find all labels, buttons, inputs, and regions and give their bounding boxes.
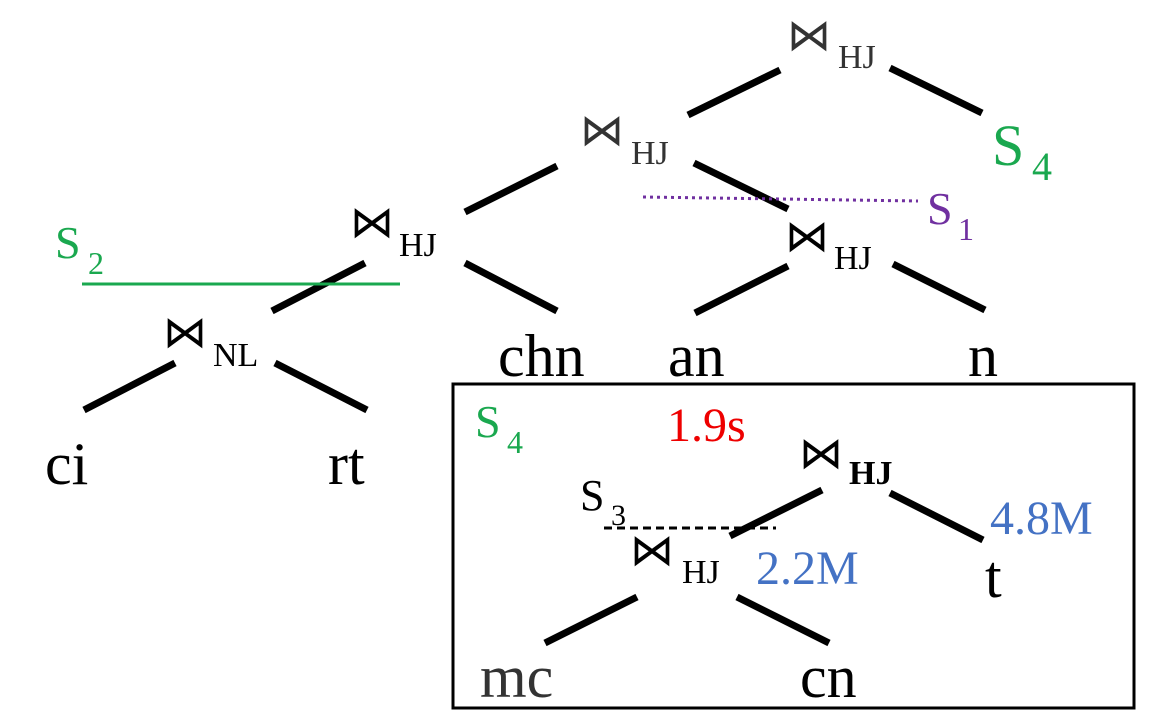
join-method-label: HJ	[682, 554, 720, 591]
edge-mid-to-right-join	[692, 159, 790, 213]
edge-right-join-to-an	[693, 262, 790, 317]
edge-left-join-to-nl-join	[270, 259, 367, 315]
join-method-label: NL	[213, 337, 258, 374]
top-tree-edges	[82, 64, 987, 414]
s1-cut-line	[642, 195, 919, 203]
edge-left-join-to-chn	[463, 259, 559, 315]
s4-label-base: S	[992, 113, 1024, 178]
s4-label-sub: 4	[1032, 144, 1052, 189]
mid-join-node: ⋈ HJ	[580, 106, 669, 172]
edge-nl-join-to-rt	[273, 359, 369, 414]
leaf-rt: rt	[328, 431, 365, 497]
join-symbol: ⋈	[799, 429, 843, 478]
edge-right-join-to-n	[891, 260, 987, 314]
runtime-label: 1.9s	[667, 399, 746, 452]
join-symbol: ⋈	[350, 198, 394, 247]
join-method-label: HJ	[631, 135, 669, 172]
leaf-cn: cn	[800, 644, 857, 710]
join-method-label: HJ	[849, 455, 892, 492]
leaf-chn: chn	[498, 323, 585, 389]
join-method-label: HJ	[834, 240, 872, 277]
subplan-edges	[543, 486, 985, 647]
nl-join-node: ⋈ NL	[163, 308, 258, 374]
edge-lower-join-to-cn	[735, 593, 831, 647]
subplan-leaves: t mc cn	[480, 544, 1002, 710]
s4-label-top: S 4	[992, 113, 1052, 189]
edge-lower-join-to-mc	[543, 593, 639, 647]
upper-join-node-box: ⋈ HJ	[799, 429, 892, 492]
top-tree-leaves: ci rt chn an n	[45, 323, 998, 497]
cardinality-upper: 4.8M	[990, 492, 1093, 545]
s3-label-base: S	[580, 471, 604, 520]
subplan-box	[451, 382, 1136, 710]
lower-join-node-box: ⋈ HJ	[630, 526, 720, 591]
s2-label-sub: 2	[88, 245, 104, 281]
right-join-node: ⋈ HJ	[785, 212, 872, 277]
s2-label: S 2	[55, 217, 104, 281]
root-join-node: ⋈ HJ	[787, 11, 876, 76]
edge-root-to-mid-join	[686, 66, 782, 119]
edge-mid-to-left-join	[463, 162, 559, 216]
join-symbol: ⋈	[163, 308, 207, 357]
left-join-node: ⋈ HJ	[350, 198, 437, 264]
s1-label-base: S	[927, 183, 953, 234]
join-symbol: ⋈	[787, 11, 831, 60]
join-symbol: ⋈	[580, 106, 624, 155]
s2-label-base: S	[55, 217, 81, 268]
s4-box-label-base: S	[475, 396, 501, 447]
leaf-t: t	[985, 544, 1002, 610]
s1-label: S 1	[927, 183, 974, 247]
s4-label-box: S 4	[475, 396, 523, 460]
edge-upper-join-to-lower-join	[728, 486, 824, 540]
leaf-an: an	[668, 323, 725, 389]
s3-label-sub: 3	[611, 499, 626, 532]
join-method-label: HJ	[399, 227, 437, 264]
s1-label-sub: 1	[958, 211, 974, 247]
join-symbol: ⋈	[785, 212, 829, 261]
s3-label: S 3	[580, 471, 626, 532]
edge-root-to-s4	[888, 64, 984, 117]
edge-upper-join-to-t	[888, 489, 985, 544]
leaf-ci: ci	[45, 431, 88, 497]
cardinality-lower: 2.2M	[756, 542, 859, 595]
join-method-label: HJ	[838, 39, 876, 76]
edge-nl-join-to-ci	[82, 359, 177, 414]
join-symbol: ⋈	[630, 526, 674, 575]
leaf-n: n	[968, 323, 998, 389]
leaf-mc: mc	[480, 644, 553, 710]
s4-box-label-sub: 4	[507, 424, 523, 460]
